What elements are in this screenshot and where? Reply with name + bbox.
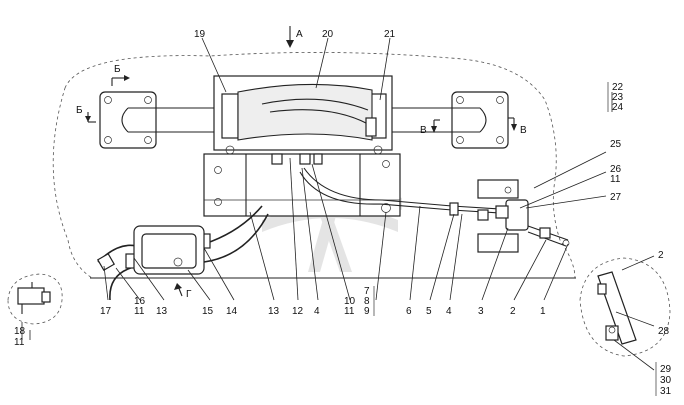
view-label-v-right: В	[520, 125, 527, 136]
view-arrow-v-right: В	[508, 117, 527, 136]
callout-18: 18	[14, 326, 26, 337]
callout-22: 22	[612, 82, 624, 93]
callout-2-bottom: 2	[510, 306, 516, 317]
callout-7: 7	[364, 286, 370, 297]
view-label-b-left: Б	[76, 105, 83, 116]
callout-8: 8	[364, 296, 370, 307]
callout-18-11: 11	[14, 337, 25, 348]
left-flange	[99, 91, 157, 149]
callout-20: 20	[322, 29, 334, 40]
callout-24: 24	[612, 102, 624, 113]
view-arrow-v-left: В	[420, 119, 440, 136]
callout-9: 9	[364, 306, 370, 317]
callout-10-11: 11	[344, 306, 355, 317]
cab-outline	[52, 52, 576, 279]
callout-23: 23	[612, 92, 624, 103]
callout-4-a: 4	[446, 306, 452, 317]
callout-13-b: 13	[156, 306, 168, 317]
view-label-v-left: В	[420, 125, 427, 136]
callouts: 19 20 21 22 23 24 25 26 11 27 2 28 29 30…	[14, 29, 672, 397]
intake-hose	[96, 205, 269, 301]
control-cable	[299, 167, 517, 221]
callout-5: 5	[426, 306, 432, 317]
callout-1: 1	[540, 306, 546, 317]
right-flange	[451, 91, 509, 149]
view-label-g: Г	[186, 289, 192, 300]
callout-16: 16	[134, 296, 146, 307]
callout-25: 25	[610, 139, 622, 150]
callout-27: 27	[610, 192, 622, 203]
callout-13-a: 13	[268, 306, 280, 317]
callout-26-11: 11	[610, 174, 621, 185]
callout-21: 21	[384, 29, 396, 40]
callout-14: 14	[226, 306, 238, 317]
view-arrow-g: Г	[174, 283, 192, 300]
view-arrow-a: А	[286, 26, 303, 48]
callout-15: 15	[202, 306, 214, 317]
callout-6: 6	[406, 306, 412, 317]
view-arrow-b-left: Б	[76, 105, 96, 123]
control-valve	[495, 199, 570, 247]
upper-housing	[213, 75, 393, 155]
callout-19: 19	[194, 29, 206, 40]
callout-12: 12	[292, 306, 304, 317]
view-label-a: А	[296, 29, 303, 40]
left-detail-view	[7, 273, 63, 325]
air-filter	[133, 225, 205, 275]
callout-2-side: 2	[658, 250, 664, 261]
right-bracket-lower	[477, 233, 519, 253]
callout-26: 26	[610, 164, 622, 175]
view-label-b-top: Б	[114, 64, 121, 75]
callout-10: 10	[344, 296, 356, 307]
right-detail-view	[579, 257, 671, 357]
callout-31: 31	[660, 386, 672, 397]
callout-30: 30	[660, 375, 672, 386]
callout-17: 17	[100, 306, 112, 317]
callout-16-11: 11	[134, 306, 145, 317]
callout-28: 28	[658, 326, 670, 337]
callout-4-b: 4	[314, 306, 320, 317]
right-bracket-upper	[477, 179, 519, 199]
callout-29: 29	[660, 364, 672, 375]
lower-block	[203, 153, 401, 217]
callout-3: 3	[478, 306, 484, 317]
view-arrow-b-top: Б	[111, 64, 130, 86]
leader-lines	[21, 37, 655, 371]
